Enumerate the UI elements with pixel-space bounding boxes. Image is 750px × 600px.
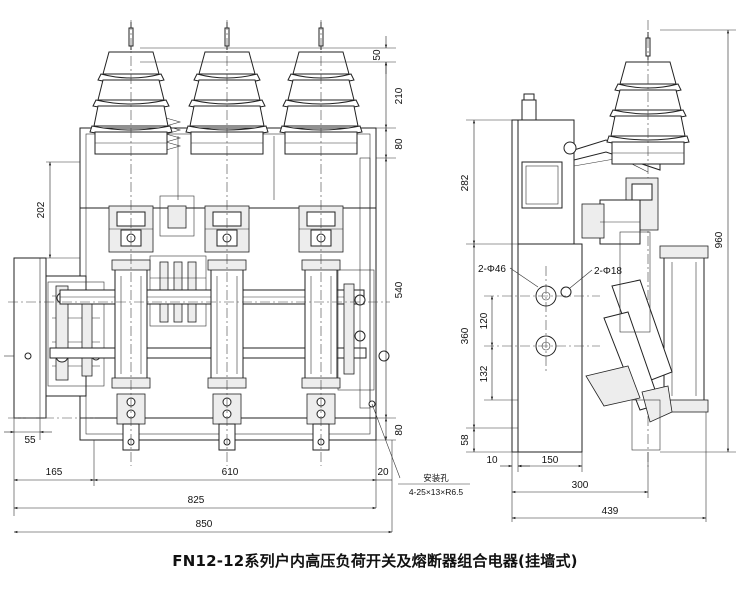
- drawing-caption: FN12-12系列户内高压负荷开关及熔断器组合电器(挂墙式): [172, 552, 578, 570]
- front-view: 50 210 80 540 80 202 55 165 610 20 825 8…: [4, 20, 470, 534]
- dim-850: 850: [196, 519, 213, 530]
- dim-825: 825: [188, 495, 205, 506]
- dim-610: 610: [222, 467, 239, 478]
- left-mounting-plate: [13, 257, 47, 419]
- label-2-phi18: 2-Φ18: [594, 266, 622, 277]
- dim-282: 282: [460, 174, 471, 191]
- hole-small: [560, 286, 572, 298]
- dim-50: 50: [372, 49, 383, 61]
- dim-300: 300: [572, 480, 589, 491]
- dim-132: 132: [479, 365, 490, 382]
- dim-80-top: 80: [394, 138, 405, 150]
- dim-960: 960: [714, 231, 725, 248]
- side-view: 2-Φ46 2-Φ18 282 360 120 132 58 960 10 15…: [460, 20, 736, 522]
- dim-540: 540: [394, 281, 405, 298]
- label-2-phi46: 2-Φ46: [478, 264, 506, 275]
- dim-20: 20: [377, 467, 389, 478]
- dim-58: 58: [460, 434, 471, 446]
- mount-note-title: 安装孔: [423, 473, 449, 483]
- side-window: [521, 161, 563, 209]
- dim-360: 360: [460, 327, 471, 344]
- right-mechanism: [337, 157, 390, 409]
- side-wall-plate: [511, 119, 519, 453]
- dim-120: 120: [479, 312, 490, 329]
- dim-210: 210: [394, 87, 405, 104]
- mount-note-spec: 4-25×13×R6.5: [409, 487, 464, 497]
- dim-439: 439: [602, 506, 619, 517]
- dim-55: 55: [24, 435, 36, 446]
- dim-165: 165: [46, 467, 63, 478]
- side-fuse: [663, 253, 705, 405]
- dim-10: 10: [486, 455, 498, 466]
- dim-150: 150: [542, 455, 559, 466]
- dim-202: 202: [36, 201, 47, 218]
- dim-80-bottom: 80: [394, 424, 405, 436]
